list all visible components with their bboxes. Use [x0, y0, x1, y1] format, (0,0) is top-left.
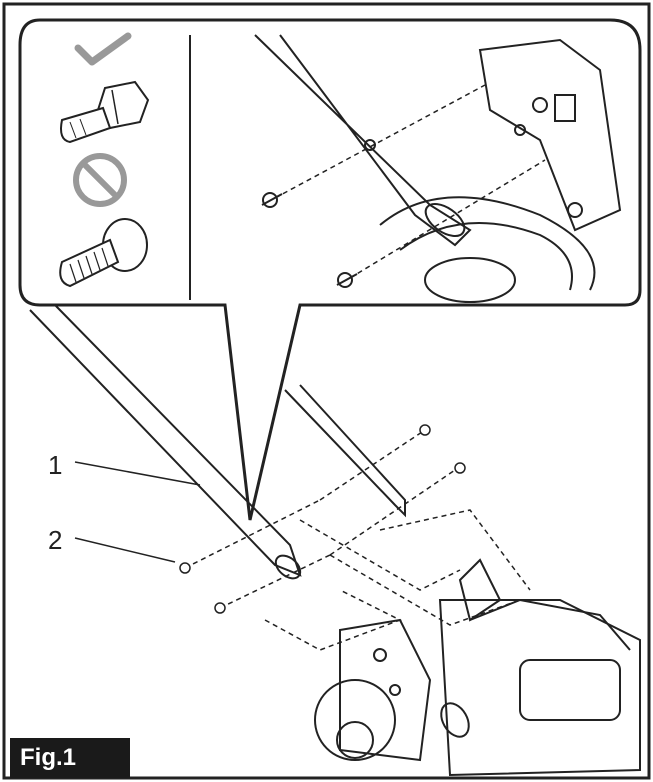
callout-number-1: 1	[48, 450, 63, 480]
bolt-icons	[179, 424, 466, 614]
bolt-paths	[184, 429, 531, 651]
main-assembly	[29, 304, 641, 777]
figure-label: Fig.1	[10, 738, 130, 778]
prohibited-icon	[73, 153, 127, 207]
inset-bubble	[18, 18, 642, 521]
checkmark-icon	[74, 32, 132, 66]
inset-detail	[18, 18, 642, 521]
callout-2-leader	[74, 537, 176, 563]
handle-bar-right	[284, 384, 406, 518]
callout-number-2: 2	[48, 525, 63, 555]
handle-bar-left	[29, 304, 302, 577]
inset-bolt-paths	[274, 84, 546, 279]
flange-bolt-icon	[59, 218, 148, 288]
callout-1-leader	[74, 461, 201, 486]
inset-handle-closeup	[254, 34, 622, 303]
hex-bolt-icon	[60, 80, 150, 144]
